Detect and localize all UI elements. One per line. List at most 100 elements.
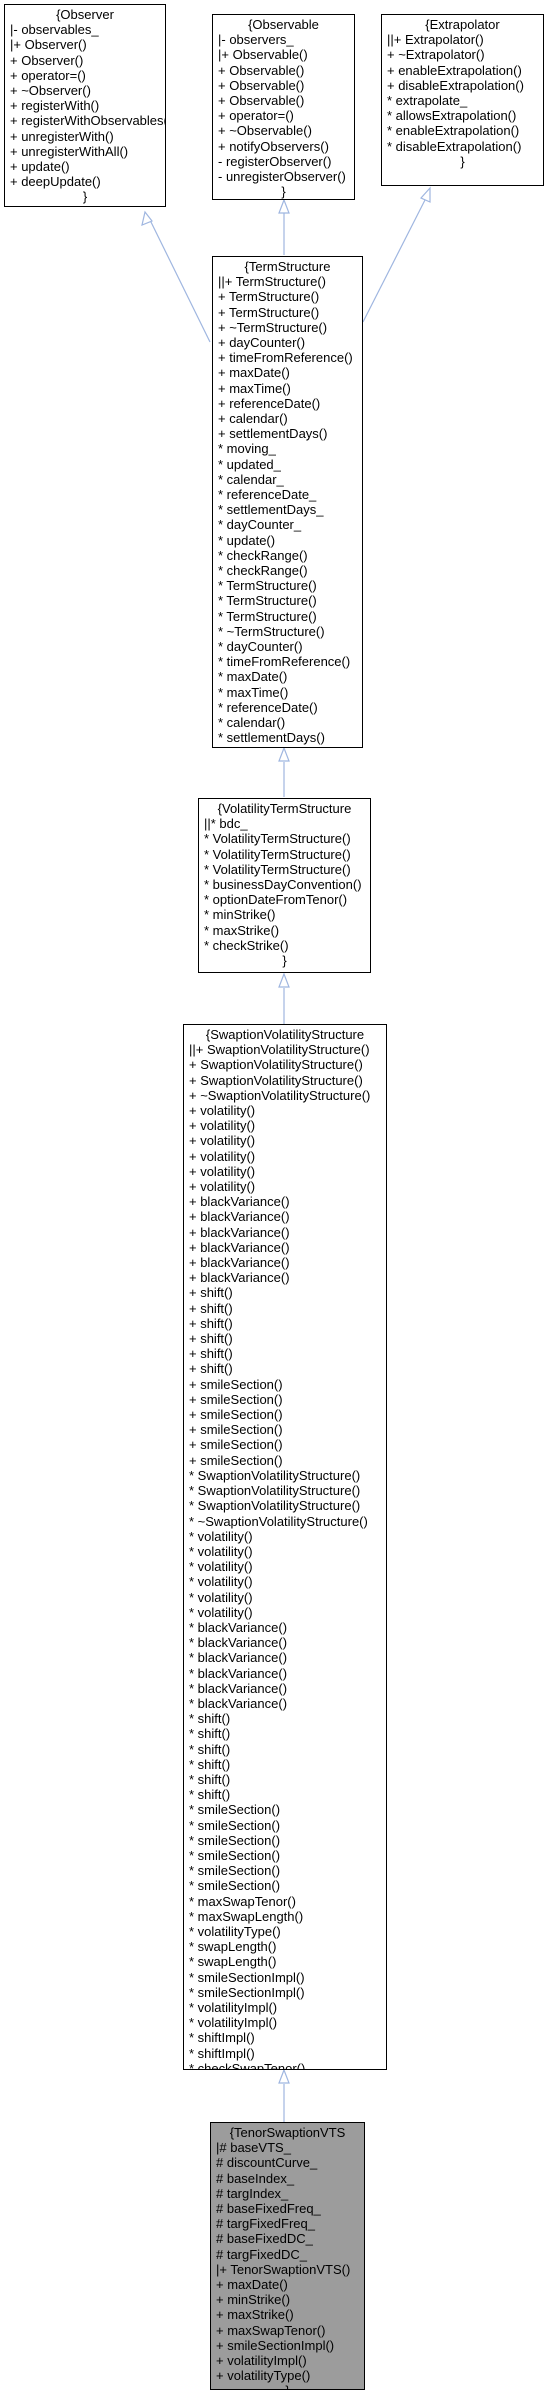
- swaptionvolatilitystructure-member-53: * smileSection(): [189, 1847, 281, 1863]
- observable-member-1: |+ Observable(): [218, 47, 308, 63]
- swaptionvolatilitystructure-member-49: * shift(): [189, 1787, 231, 1803]
- swaptionvolatilitystructure-member-28: * SwaptionVolatilityStructure(): [189, 1467, 361, 1483]
- swaptionvolatilitystructure-member-19: + shift(): [189, 1331, 233, 1347]
- observable-member-4: + Observable(): [218, 93, 305, 109]
- volatilitytermstructure-member-8: * checkStrike(): [204, 937, 289, 953]
- volatilitytermstructure-member-6: * minStrike(): [204, 907, 276, 923]
- termstructure-member-0: ||+ TermStructure(): [218, 274, 327, 290]
- volatilitytermstructure-member-2: * VolatilityTermStructure(): [204, 846, 351, 862]
- tenorswaptionvts-member-10: + minStrike(): [216, 2292, 291, 2308]
- swaptionvolatilitystructure-member-1: + SwaptionVolatilityStructure(): [189, 1057, 363, 1073]
- swaptionvolatilitystructure-member-63: * volatilityImpl(): [189, 2000, 278, 2015]
- tenorswaptionvts-member-14: + volatilityImpl(): [216, 2353, 307, 2369]
- swaptionvolatilitystructure-member-5: + volatility(): [189, 1118, 256, 1134]
- swaptionvolatilitystructure-member-21: + shift(): [189, 1361, 233, 1377]
- extrapolator-member-6: * enableExtrapolation(): [387, 123, 520, 139]
- observer-member-5: + registerWith(): [10, 98, 100, 114]
- termstructure-class-box[interactable]: {TermStructure||+ TermStructure()+ TermS…: [212, 256, 363, 748]
- tenorswaptionvts-class-box[interactable]: {TenorSwaptionVTS|# baseVTS_# discountCu…: [210, 2122, 365, 2390]
- extrapolator-class-box[interactable]: {Extrapolator||+ Extrapolator()+ ~Extrap…: [381, 14, 544, 186]
- volatilitytermstructure-member-7: * maxStrike(): [204, 922, 280, 938]
- volatilitytermstructure-member-5: * optionDateFromTenor(): [204, 892, 348, 908]
- termstructure-member-12: * updated_: [218, 456, 281, 472]
- observer-member-10: + deepUpdate(): [10, 174, 101, 190]
- tenorswaptionvts-member-0: |# baseVTS_: [216, 2140, 291, 2156]
- termstructure-member-30: * settlementDays(): [218, 730, 325, 746]
- termstructure-member-29: * calendar(): [218, 715, 286, 731]
- swaptionvolatilitystructure-member-20: + shift(): [189, 1346, 233, 1362]
- tenorswaptionvts-member-1: # discountCurve_: [216, 2155, 318, 2171]
- termstructure-member-23: * ~TermStructure(): [218, 623, 325, 639]
- swaptionvolatilitystructure-member-55: * smileSection(): [189, 1878, 281, 1894]
- arrowhead-observable: [278, 198, 290, 214]
- swaptionvolatilitystructure-member-37: * volatility(): [189, 1604, 253, 1620]
- swaptionvolatilitystructure-member-33: * volatility(): [189, 1543, 253, 1559]
- volatilitytermstructure-member-0: ||* bdc_: [204, 816, 248, 832]
- observer-member-3: + operator=(): [10, 67, 86, 83]
- termstructure-member-5: + timeFromReference(): [218, 350, 353, 366]
- volatilitytermstructure-class-name: {VolatilityTermStructure: [217, 801, 352, 816]
- observer-member-7: + unregisterWith(): [10, 128, 114, 144]
- tenorswaptionvts-member-11: + maxStrike(): [216, 2307, 294, 2323]
- swaptionvolatilitystructure-member-25: + smileSection(): [189, 1422, 283, 1438]
- volatilitytermstructure-class-box[interactable]: {VolatilityTermStructure||* bdc_* Volati…: [198, 798, 371, 973]
- swaptionvolatilitystructure-member-62: * smileSectionImpl(): [189, 1984, 305, 2000]
- swaptionvolatilitystructure-member-39: * blackVariance(): [189, 1635, 288, 1651]
- swaptionvolatilitystructure-member-11: + blackVariance(): [189, 1209, 290, 1225]
- arrowhead-swaptionvolatilitystructure: [278, 2068, 290, 2084]
- extrapolator-member-7: * disableExtrapolation(): [387, 138, 522, 154]
- volatilitytermstructure-closing-brace: }: [282, 953, 287, 969]
- swaptionvolatilitystructure-member-48: * shift(): [189, 1771, 231, 1787]
- tenorswaptionvts-member-2: # baseIndex_: [216, 2170, 295, 2186]
- swaptionvolatilitystructure-member-50: * smileSection(): [189, 1802, 281, 1818]
- extrapolator-member-0: ||+ Extrapolator(): [387, 32, 484, 48]
- observer-member-4: + ~Observer(): [10, 83, 91, 99]
- swaptionvolatilitystructure-member-22: + smileSection(): [189, 1376, 283, 1392]
- swaptionvolatilitystructure-member-57: * maxSwapLength(): [189, 1908, 304, 1924]
- termstructure-member-25: * timeFromReference(): [218, 654, 351, 670]
- observable-closing-brace: }: [281, 184, 286, 200]
- observer-class-name: {Observer: [56, 7, 114, 22]
- termstructure-member-10: + settlementDays(): [218, 426, 328, 442]
- termstructure-member-16: * dayCounter_: [218, 517, 302, 533]
- extrapolator-member-2: + enableExtrapolation(): [387, 62, 522, 78]
- swaptionvolatilitystructure-class-name: {SwaptionVolatilityStructure: [205, 1027, 365, 1042]
- swaptionvolatilitystructure-member-59: * swapLength(): [189, 1939, 277, 1955]
- observer-closing-brace: }: [82, 189, 88, 205]
- termstructure-member-17: * update(): [218, 532, 276, 548]
- termstructure-member-7: + maxTime(): [218, 380, 291, 396]
- swaptionvolatilitystructure-member-42: * blackVariance(): [189, 1680, 288, 1696]
- arrowhead-observer: [141, 210, 153, 226]
- tenorswaptionvts-member-9: + maxDate(): [216, 2277, 288, 2293]
- arrowhead-termstructure: [278, 746, 290, 762]
- observer-class-box[interactable]: {Observer|- observables_|+ Observer()+ O…: [4, 4, 166, 207]
- volatilitytermstructure-member-3: * VolatilityTermStructure(): [204, 861, 351, 877]
- swaptionvolatilitystructure-member-43: * blackVariance(): [189, 1695, 288, 1711]
- swaptionvolatilitystructure-member-6: + volatility(): [189, 1133, 256, 1149]
- swaptionvolatilitystructure-member-31: * ~SwaptionVolatilityStructure(): [189, 1513, 368, 1529]
- termstructure-member-2: + TermStructure(): [218, 304, 320, 320]
- swaptionvolatilitystructure-member-47: * shift(): [189, 1756, 231, 1772]
- swaptionvolatilitystructure-member-38: * blackVariance(): [189, 1619, 288, 1635]
- observer-member-6: + registerWithObservables(): [10, 113, 166, 129]
- swaptionvolatilitystructure-member-35: * volatility(): [189, 1574, 253, 1590]
- tenorswaptionvts-member-15: + volatilityType(): [216, 2368, 311, 2384]
- termstructure-member-11: * moving_: [218, 441, 276, 457]
- volatilitytermstructure-member-1: * VolatilityTermStructure(): [204, 831, 351, 847]
- tenorswaptionvts-member-3: # targIndex_: [216, 2185, 289, 2201]
- tenorswaptionvts-closing-brace: }: [216, 2383, 359, 2389]
- extrapolator-member-5: * allowsExtrapolation(): [387, 108, 517, 124]
- observable-class-box[interactable]: {Observable|- observers_|+ Observable()+…: [212, 14, 355, 200]
- swaptionvolatilitystructure-member-14: + blackVariance(): [189, 1255, 290, 1271]
- swaptionvolatilitystructure-member-0: ||+ SwaptionVolatilityStructure(): [189, 1042, 370, 1058]
- termstructure-member-20: * TermStructure(): [218, 578, 317, 594]
- termstructure-closing-brace: }: [218, 746, 357, 748]
- tenorswaptionvts-member-13: + smileSectionImpl(): [216, 2337, 335, 2353]
- swaptionvolatilitystructure-member-12: + blackVariance(): [189, 1224, 290, 1240]
- swaptionvolatilitystructure-class-box[interactable]: {SwaptionVolatilityStructure||+ Swaption…: [183, 1024, 387, 2070]
- tenorswaptionvts-member-5: # targFixedFreq_: [216, 2216, 315, 2232]
- tenorswaptionvts-member-8: |+ TenorSwaptionVTS(): [216, 2261, 351, 2277]
- observable-member-6: + ~Observable(): [218, 123, 312, 139]
- swaptionvolatilitystructure-member-26: + smileSection(): [189, 1437, 283, 1453]
